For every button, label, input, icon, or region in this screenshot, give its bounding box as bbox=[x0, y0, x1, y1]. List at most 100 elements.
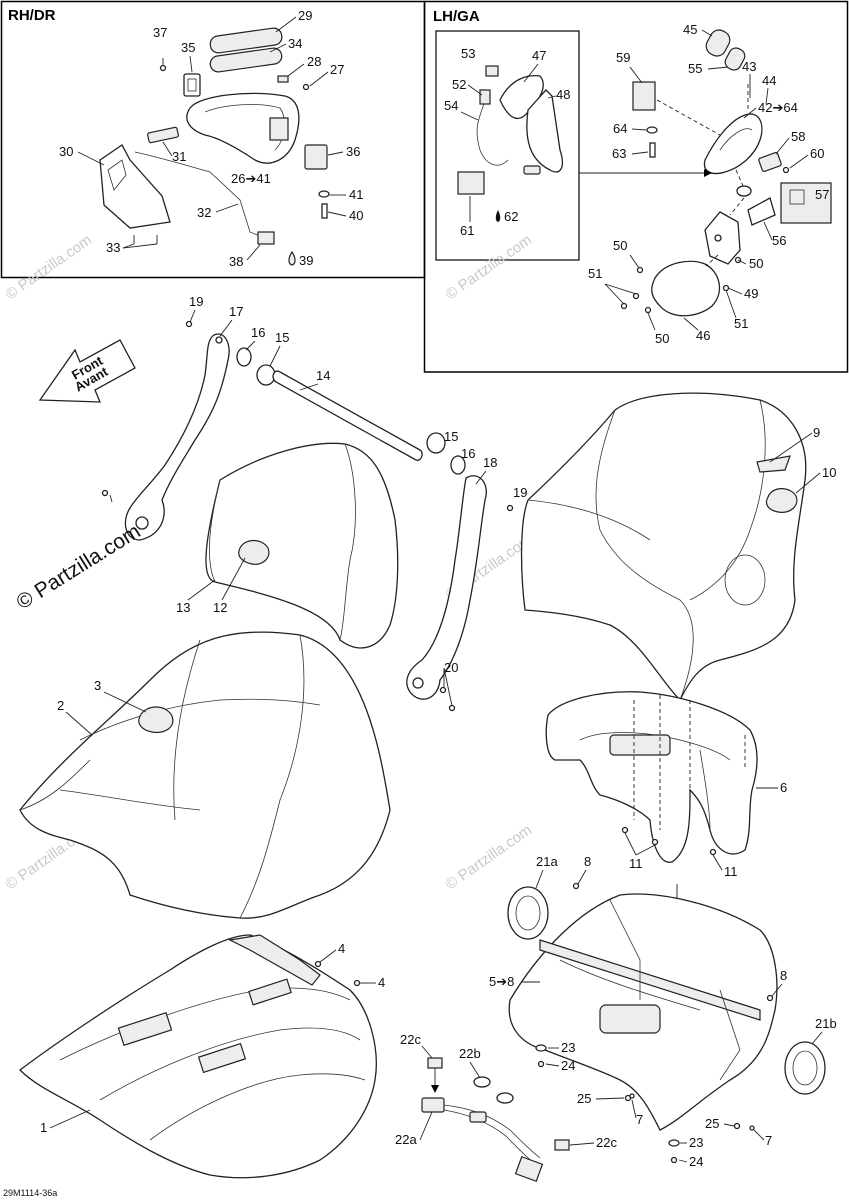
callout-42: 42➔64 bbox=[758, 100, 798, 115]
lh-harness-parts bbox=[457, 65, 564, 222]
callout-19: 19 bbox=[513, 485, 527, 500]
callout-4: 4 bbox=[378, 975, 385, 990]
callout-49: 49 bbox=[744, 286, 758, 301]
callout-46: 46 bbox=[696, 328, 710, 343]
callout-31: 31 bbox=[172, 149, 186, 164]
callout-61: 61 bbox=[460, 223, 474, 238]
callout-41: 41 bbox=[349, 187, 363, 202]
rh-handle-assembly bbox=[99, 27, 330, 266]
callout-22a: 22a bbox=[395, 1132, 417, 1147]
callout-7: 7 bbox=[636, 1112, 643, 1127]
watermark-faint: © Partzilla.com bbox=[443, 231, 536, 303]
callout-64: 64 bbox=[613, 121, 627, 136]
callout-8: 8 bbox=[584, 854, 591, 869]
callout-6: 6 bbox=[780, 780, 787, 795]
callout-8: 8 bbox=[780, 968, 787, 983]
callout-3: 3 bbox=[94, 678, 101, 693]
callout-50: 50 bbox=[655, 331, 669, 346]
rh-callouts: 29 34 37 35 28 27 30 31 36 26➔41 41 40 3… bbox=[59, 8, 363, 269]
callout-45: 45 bbox=[683, 22, 697, 37]
callout-48: 48 bbox=[556, 87, 570, 102]
lh-handle-assembly bbox=[579, 29, 832, 317]
callout-21b: 21b bbox=[815, 1016, 837, 1031]
callout-21a: 21a bbox=[536, 854, 558, 869]
callout-23: 23 bbox=[561, 1040, 575, 1055]
callout-11: 11 bbox=[724, 864, 738, 879]
callout-14: 14 bbox=[316, 368, 330, 383]
callout-23: 23 bbox=[689, 1135, 703, 1150]
rh-dr-panel-title: RH/DR bbox=[8, 7, 56, 24]
callout-24: 24 bbox=[689, 1154, 703, 1169]
callout-38: 38 bbox=[229, 254, 243, 269]
storage-tub bbox=[507, 882, 826, 1164]
main-seat bbox=[19, 631, 391, 919]
callout-36: 36 bbox=[346, 144, 360, 159]
backrest-assembly bbox=[101, 320, 514, 712]
callout-33: 33 bbox=[106, 240, 120, 255]
lh-callouts: 53 47 52 48 54 61 62 45 59 55 43 44 42➔6… bbox=[444, 22, 829, 346]
seat-bottom-pan bbox=[19, 934, 377, 1179]
lh-ga-panel-title: LH/GA bbox=[433, 8, 480, 25]
callout-24: 24 bbox=[561, 1058, 575, 1073]
callout-16: 16 bbox=[251, 325, 265, 340]
callout-34: 34 bbox=[288, 36, 302, 51]
callout-59: 59 bbox=[616, 50, 630, 65]
lh-ga-panel bbox=[423, 0, 849, 373]
callout-22c: 22c bbox=[400, 1032, 421, 1047]
callout-19: 19 bbox=[189, 294, 203, 309]
callout-54: 54 bbox=[444, 98, 458, 113]
callout-2: 2 bbox=[57, 698, 64, 713]
callout-26: 26➔41 bbox=[231, 171, 271, 186]
callout-44: 44 bbox=[762, 73, 776, 88]
seat-harness bbox=[421, 1057, 570, 1182]
callout-51: 51 bbox=[588, 266, 602, 281]
lh-ga-harness-subpanel bbox=[435, 30, 580, 261]
callout-5: 5➔8 bbox=[489, 974, 514, 989]
callout-12: 12 bbox=[213, 600, 227, 615]
callout-51: 51 bbox=[734, 316, 748, 331]
callout-62: 62 bbox=[504, 209, 518, 224]
callout-40: 40 bbox=[349, 208, 363, 223]
callout-35: 35 bbox=[181, 40, 195, 55]
callout-58: 58 bbox=[791, 129, 805, 144]
watermark-faint: © Partzilla.com bbox=[3, 231, 96, 303]
callout-25: 25 bbox=[577, 1091, 591, 1106]
backrest-callouts: 19 17 16 15 14 15 16 18 19 13 12 20 bbox=[176, 294, 527, 707]
callout-15: 15 bbox=[275, 330, 289, 345]
rear-seat-cover bbox=[520, 392, 807, 702]
callout-18: 18 bbox=[483, 455, 497, 470]
callout-63: 63 bbox=[612, 146, 626, 161]
callout-27: 27 bbox=[330, 62, 344, 77]
callout-10: 10 bbox=[822, 465, 836, 480]
callout-28: 28 bbox=[307, 54, 321, 69]
callout-39: 39 bbox=[299, 253, 313, 268]
callout-55: 55 bbox=[688, 61, 702, 76]
callout-4: 4 bbox=[338, 941, 345, 956]
callout-56: 56 bbox=[772, 233, 786, 248]
callout-32: 32 bbox=[197, 205, 211, 220]
callout-29: 29 bbox=[298, 8, 312, 23]
callout-16: 16 bbox=[461, 446, 475, 461]
front-direction-arrow: Front Avant bbox=[38, 339, 136, 403]
callout-13: 13 bbox=[176, 600, 190, 615]
callout-15: 15 bbox=[444, 429, 458, 444]
callout-50: 50 bbox=[613, 238, 627, 253]
callout-37: 37 bbox=[153, 25, 167, 40]
watermark-faint: © Partzilla.com bbox=[443, 821, 536, 893]
diagram-code: 29M1114-36a bbox=[3, 1188, 57, 1198]
callout-1: 1 bbox=[40, 1120, 47, 1135]
callout-22b: 22b bbox=[459, 1046, 481, 1061]
callout-50: 50 bbox=[749, 256, 763, 271]
callout-20: 20 bbox=[444, 660, 458, 675]
callout-25: 25 bbox=[705, 1116, 719, 1131]
callout-60: 60 bbox=[810, 146, 824, 161]
callout-9: 9 bbox=[813, 425, 820, 440]
callout-7: 7 bbox=[765, 1133, 772, 1148]
callout-52: 52 bbox=[452, 77, 466, 92]
callout-47: 47 bbox=[532, 48, 546, 63]
callout-53: 53 bbox=[461, 46, 475, 61]
callout-22c: 22c bbox=[596, 1135, 617, 1150]
callout-30: 30 bbox=[59, 144, 73, 159]
callout-57: 57 bbox=[815, 187, 829, 202]
